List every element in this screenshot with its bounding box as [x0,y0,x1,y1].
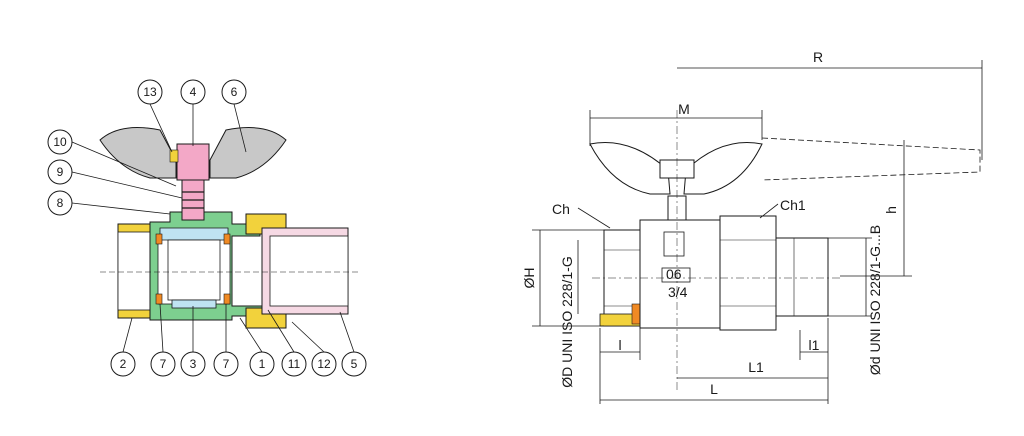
callout-12-label: 12 [317,357,331,371]
callout-6: 6 [221,79,247,105]
body-size-mark: 3/4 [668,284,688,300]
callout-7-right-label: 7 [223,357,230,371]
callout-7-right: 7 [213,351,239,377]
callout-5-label: 5 [351,357,358,371]
dim-L: L [710,381,718,397]
dim-Ch1: Ch1 [780,197,806,213]
callout-8-label: 8 [57,196,64,210]
callout-1-label: 1 [259,357,266,371]
callout-7-left-label: 7 [160,357,167,371]
callout-7-left: 7 [150,351,176,377]
body-code-mark: 06 [666,266,682,282]
butterfly-handle [99,127,287,179]
ball [159,227,229,309]
callout-4-label: 4 [190,85,197,99]
section-view: 13 4 6 10 9 8 2 7 [47,79,367,377]
dim-D-thread: ØD UNI ISO 228/1-G [559,256,575,387]
callout-11: 11 [281,351,307,377]
dim-H-diameter: ØH [521,268,537,289]
callout-10-label: 10 [53,135,67,149]
dim-h: h [883,206,899,214]
callout-13: 13 [137,79,163,105]
left-nut [117,223,156,319]
side-right-nut [719,215,777,331]
side-body: 06 3/4 [639,219,721,329]
dim-l: l [618,337,621,353]
callout-9: 9 [47,159,73,185]
dim-d-thread: Ød UNI ISO 228/1-G...B [867,225,883,375]
dim-l1: l1 [809,337,820,353]
dim-R: R [813,49,823,65]
side-tailpiece [775,237,829,317]
callout-1: 1 [249,351,275,377]
callout-8: 8 [47,190,73,216]
pipe-connector [261,227,349,315]
dim-Ch: Ch [552,201,570,217]
callout-leaders [71,103,355,353]
dimension-lines [532,60,983,404]
dim-L1: L1 [748,359,764,375]
dim-M: M [678,101,690,117]
callout-3-label: 3 [190,357,197,371]
callout-13-label: 13 [143,85,157,99]
handle-open-outline [761,137,981,181]
callout-12: 12 [311,351,337,377]
callout-2-label: 2 [120,357,127,371]
callout-4: 4 [180,79,206,105]
seats [155,233,231,305]
side-view: 06 3/4 [521,49,983,404]
side-handle [589,141,763,221]
callout-11-label: 11 [288,357,301,371]
callout-3: 3 [180,351,206,377]
callout-2: 2 [110,351,136,377]
callout-5: 5 [341,351,367,377]
callout-6-label: 6 [231,85,238,99]
stem [176,143,210,221]
callout-10: 10 [47,129,73,155]
callout-9-label: 9 [57,165,64,179]
